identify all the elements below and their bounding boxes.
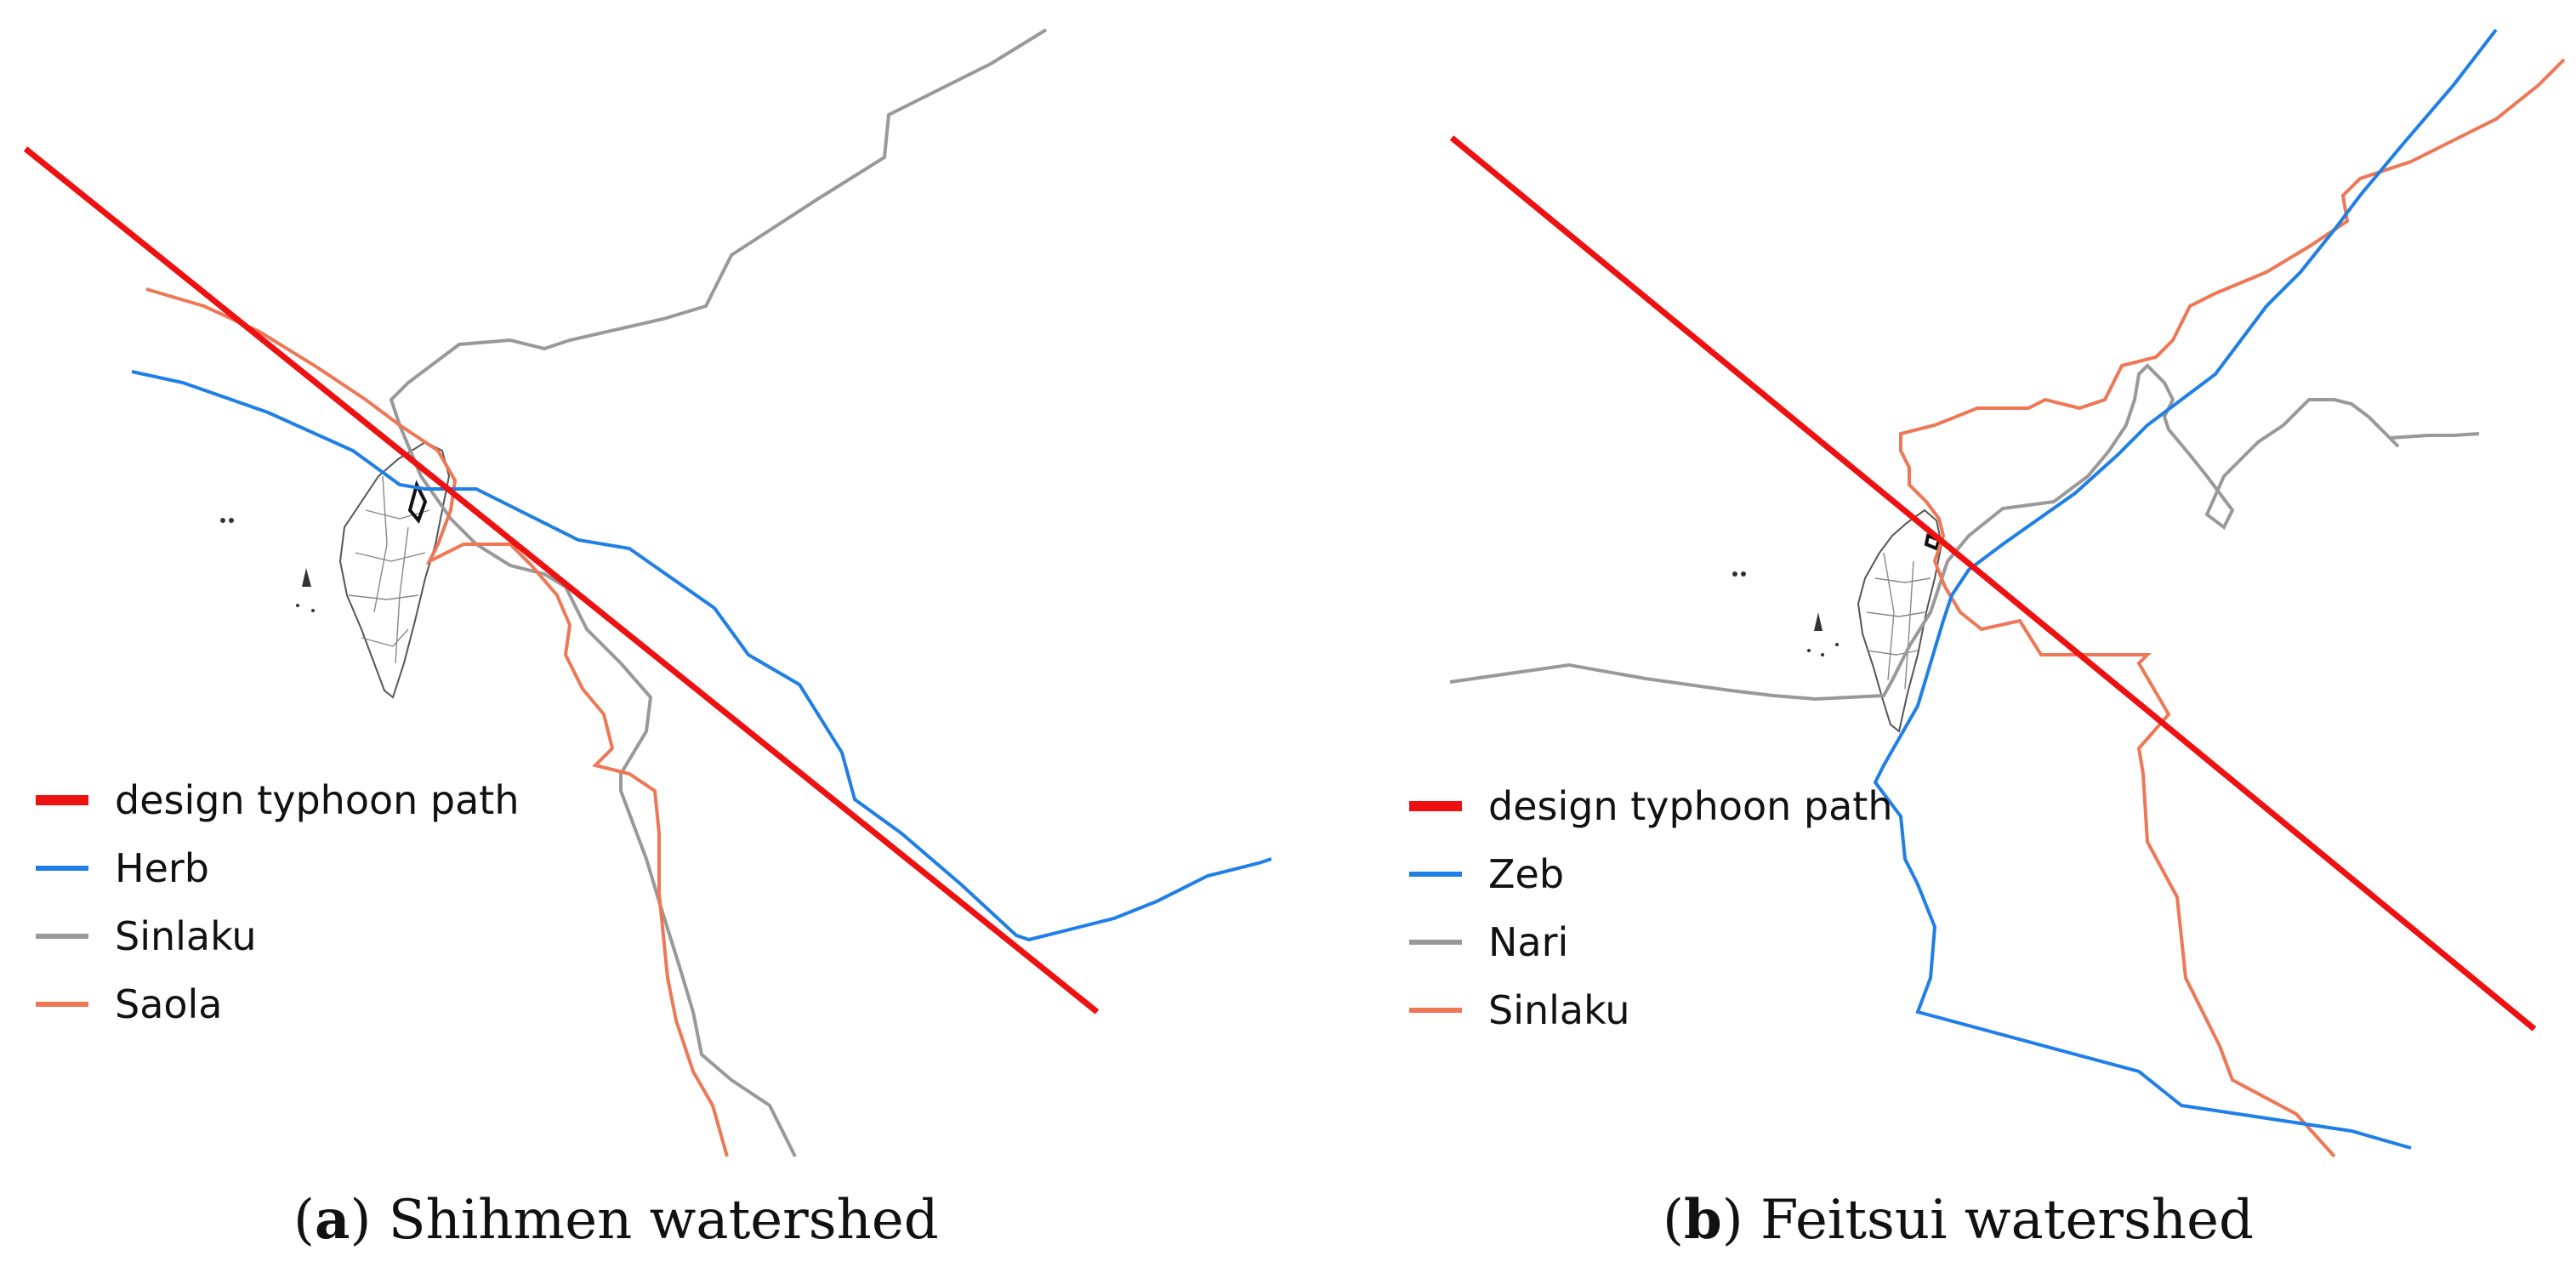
- legend-label: Zeb: [1488, 851, 1565, 897]
- legend-label: Sinlaku: [1488, 987, 1630, 1033]
- taiwan-island-a: [220, 440, 451, 699]
- track-saola: [145, 287, 729, 1157]
- track-herb: [131, 370, 1272, 942]
- legend-swatch: [36, 795, 88, 805]
- caption-b-text: Feitsui watershed: [1760, 1189, 2254, 1252]
- track-design-typhoon-path-b: [1449, 135, 2537, 1031]
- legend-swatch: [36, 1002, 88, 1007]
- track-sinlaku-b: [1899, 58, 2566, 1158]
- caption-b-letter: b: [1683, 1188, 1722, 1252]
- caption-b: (b) Feitsui watershed: [1663, 1188, 2254, 1252]
- track-design-typhoon-path: [23, 146, 1100, 1014]
- legend-swatch: [36, 866, 88, 871]
- legend-swatch: [1409, 872, 1462, 877]
- track-zeb: [1873, 28, 2498, 1150]
- track-sinlaku: [389, 28, 1048, 1157]
- map-a: [23, 28, 1272, 1157]
- legend-swatch: [36, 934, 88, 939]
- legend-label: Sinlaku: [115, 913, 257, 959]
- legend-label: design typhoon path: [1488, 783, 1893, 829]
- legend-swatch: [1409, 801, 1462, 811]
- caption-a: (a) Shihmen watershed: [293, 1188, 939, 1252]
- legend-swatch: [1409, 940, 1462, 945]
- caption-a-letter: a: [314, 1188, 350, 1252]
- legend-label: design typhoon path: [115, 777, 520, 823]
- track-nari: [1449, 363, 2480, 702]
- caption-a-text: Shihmen watershed: [388, 1189, 939, 1252]
- map-b: [1449, 28, 2566, 1158]
- legend-label: Herb: [115, 845, 210, 891]
- legend-label: Saola: [115, 981, 223, 1027]
- legend-label: Nari: [1488, 919, 1569, 965]
- legend-swatch: [1409, 1008, 1462, 1013]
